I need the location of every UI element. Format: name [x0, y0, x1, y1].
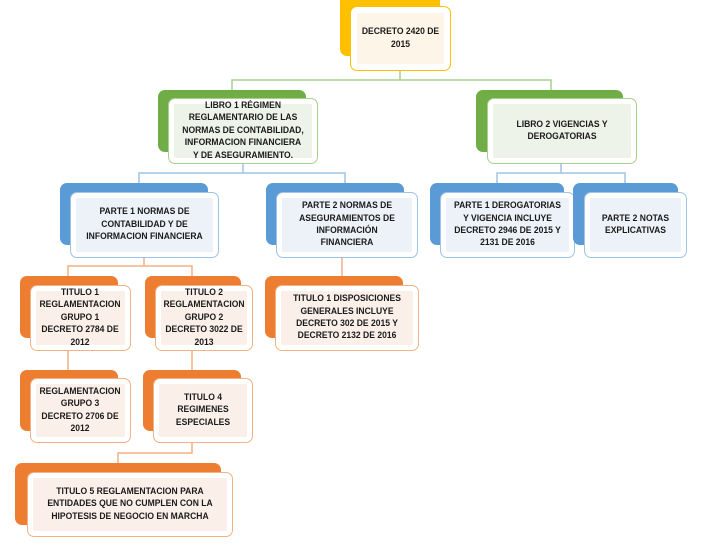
node-label: TITULO 1 REGLAMENTACION GRUPO 1 DECRETO … [39, 287, 122, 348]
connector-titulo4-titulo5 [117, 442, 193, 463]
node-label: LIBRO 2 VIGENCIAS Y DEROGATORIAS [516, 118, 608, 142]
node-label: TITULO 1 DISPOSICIONES GENERALES INCLUYE… [293, 293, 401, 342]
node-label: PARTE 2 NOTAS EXPLICATIVAS [601, 212, 670, 236]
node-label: TITULO 2 REGLAMENTACION GRUPO 2 DECRETO … [163, 287, 245, 348]
node-label: LIBRO 1 RÉGIMEN REGLAMENTARIO DE LAS NOR… [182, 100, 304, 161]
connector-libro1-partes [138, 163, 346, 183]
node-label: PARTE 1 DEROGATORIAS Y VIGENCIA INCLUYE … [454, 200, 561, 249]
node-label: DECRETO 2420 DE 2015 [361, 26, 440, 50]
node-label: TITULO 5 REGLAMENTACION PARA ENTIDADES Q… [47, 485, 213, 522]
connector-libro2-partes [496, 163, 626, 183]
node-label: PARTE 2 NORMAS DE ASEGURAMIENTOS DE INFO… [299, 200, 395, 249]
node-label: PARTE 1 NORMAS DE CONTABILIDAD Y DE INFO… [86, 206, 203, 243]
node-label: TITULO 4 REGIMENES ESPECIALES [175, 391, 231, 428]
connector-parte1-titulos [67, 257, 193, 276]
connector-root-libros [231, 70, 552, 90]
node-label: REGLAMENTACION GRUPO 3 DECRETO 2706 DE 2… [39, 385, 122, 434]
